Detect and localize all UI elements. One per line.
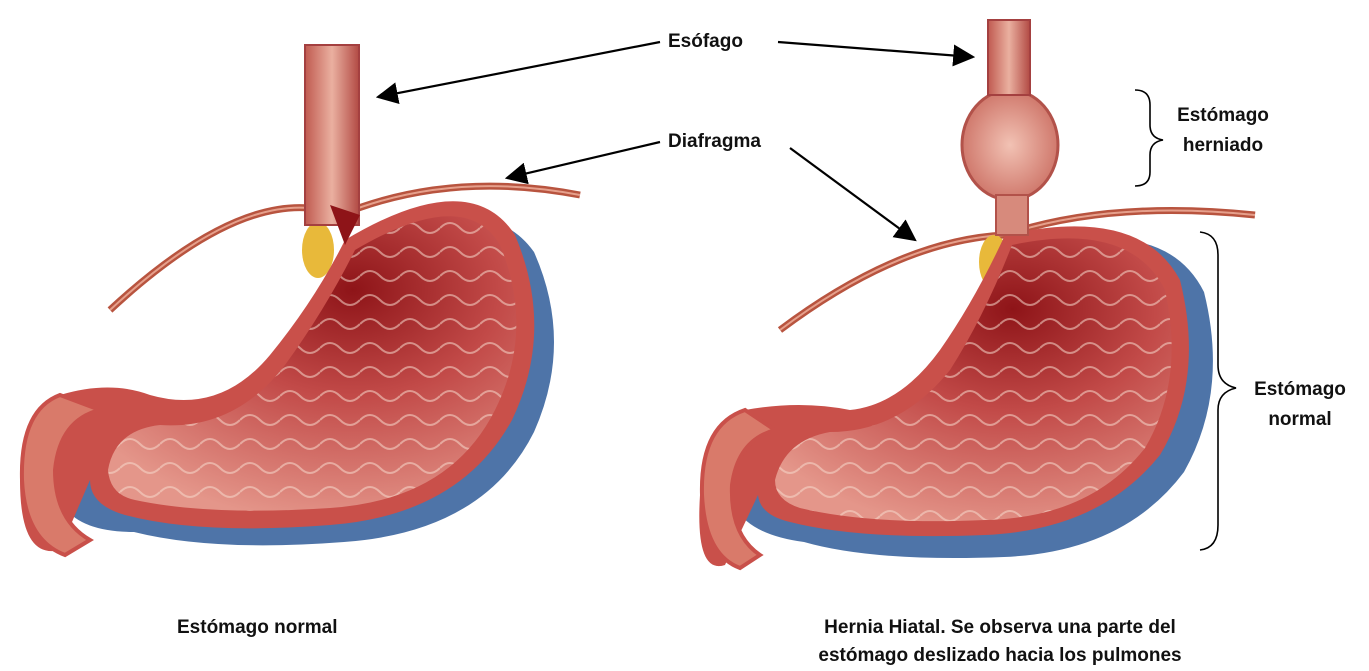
esophagus-left xyxy=(305,45,359,225)
arrow-esofago-right xyxy=(778,42,973,57)
caption-right-line2: estómago deslizado hacia los pulmones xyxy=(720,644,1280,668)
label-estomago-normal: Estómago normal xyxy=(1245,378,1355,432)
arrow-esofago-left xyxy=(378,42,660,97)
caption-right-line1: Hernia Hiatal. Se observa una parte del xyxy=(720,616,1280,640)
label-esofago: Esófago xyxy=(668,30,743,54)
brace-herniado xyxy=(1135,90,1163,186)
label-diafragma: Diafragma xyxy=(668,130,761,154)
esophagus-right xyxy=(988,20,1030,95)
label-estomago-normal-line1: Estómago xyxy=(1245,378,1355,402)
hernia-stomach-illustration xyxy=(699,20,1255,568)
label-estomago-herniado-line2: herniado xyxy=(1168,134,1278,158)
label-estomago-normal-line2: normal xyxy=(1245,408,1355,432)
label-estomago-herniado: Estómago herniado xyxy=(1168,104,1278,158)
herniated-stomach xyxy=(962,90,1058,200)
label-estomago-herniado-line1: Estómago xyxy=(1168,104,1278,128)
caption-right: Hernia Hiatal. Se observa una parte del … xyxy=(720,616,1280,668)
caption-left: Estómago normal xyxy=(177,616,337,640)
arrow-diafragma-left xyxy=(507,142,660,178)
arrow-diafragma-right xyxy=(790,148,915,240)
normal-stomach-illustration xyxy=(20,45,580,555)
